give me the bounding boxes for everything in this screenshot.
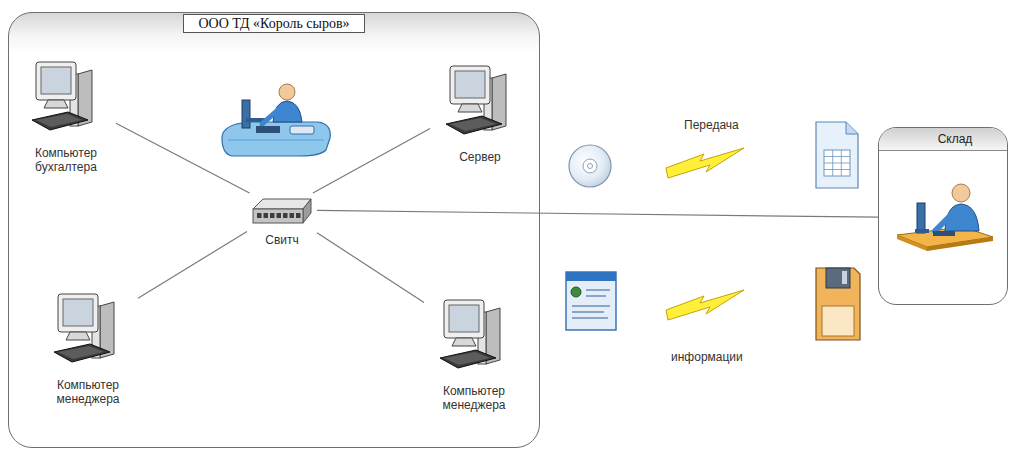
web-page-icon — [566, 272, 616, 330]
disc-icon — [569, 145, 611, 187]
server-node: Сервер — [430, 62, 530, 164]
company-area: ООО ТД «Король сыров» Компьютер бухгалтер… — [8, 12, 540, 448]
floppy-icon — [816, 268, 860, 340]
transfer-bolt — [666, 290, 744, 320]
warehouse-area: Склад — [878, 127, 1008, 305]
computer-icon — [444, 62, 516, 140]
computer-node: Компьютер бухгалтера — [16, 58, 116, 174]
computer-icon — [438, 296, 510, 374]
switch-icon — [249, 193, 315, 227]
device-label: Компьютер менеджера — [38, 378, 138, 406]
computer-node: Компьютер менеджера — [424, 296, 524, 412]
device-label: Компьютер менеджера — [424, 384, 524, 412]
transfer-caption: Передача — [684, 118, 739, 132]
device-label: Свитч — [247, 233, 317, 247]
spreadsheet-icon — [816, 122, 858, 188]
area-title: Склад — [879, 128, 1007, 151]
device-label: Сервер — [430, 150, 530, 164]
transfer-caption: информации — [671, 350, 743, 364]
computer-icon — [52, 290, 124, 368]
warehouse-worker — [893, 177, 997, 259]
transfer-bolt — [666, 148, 744, 178]
device-label: Компьютер бухгалтера — [16, 146, 116, 174]
switch-node: Свитч — [247, 193, 317, 247]
computer-icon — [30, 58, 102, 136]
area-title: ООО ТД «Король сыров» — [183, 14, 364, 33]
computer-node: Компьютер менеджера — [38, 290, 138, 406]
